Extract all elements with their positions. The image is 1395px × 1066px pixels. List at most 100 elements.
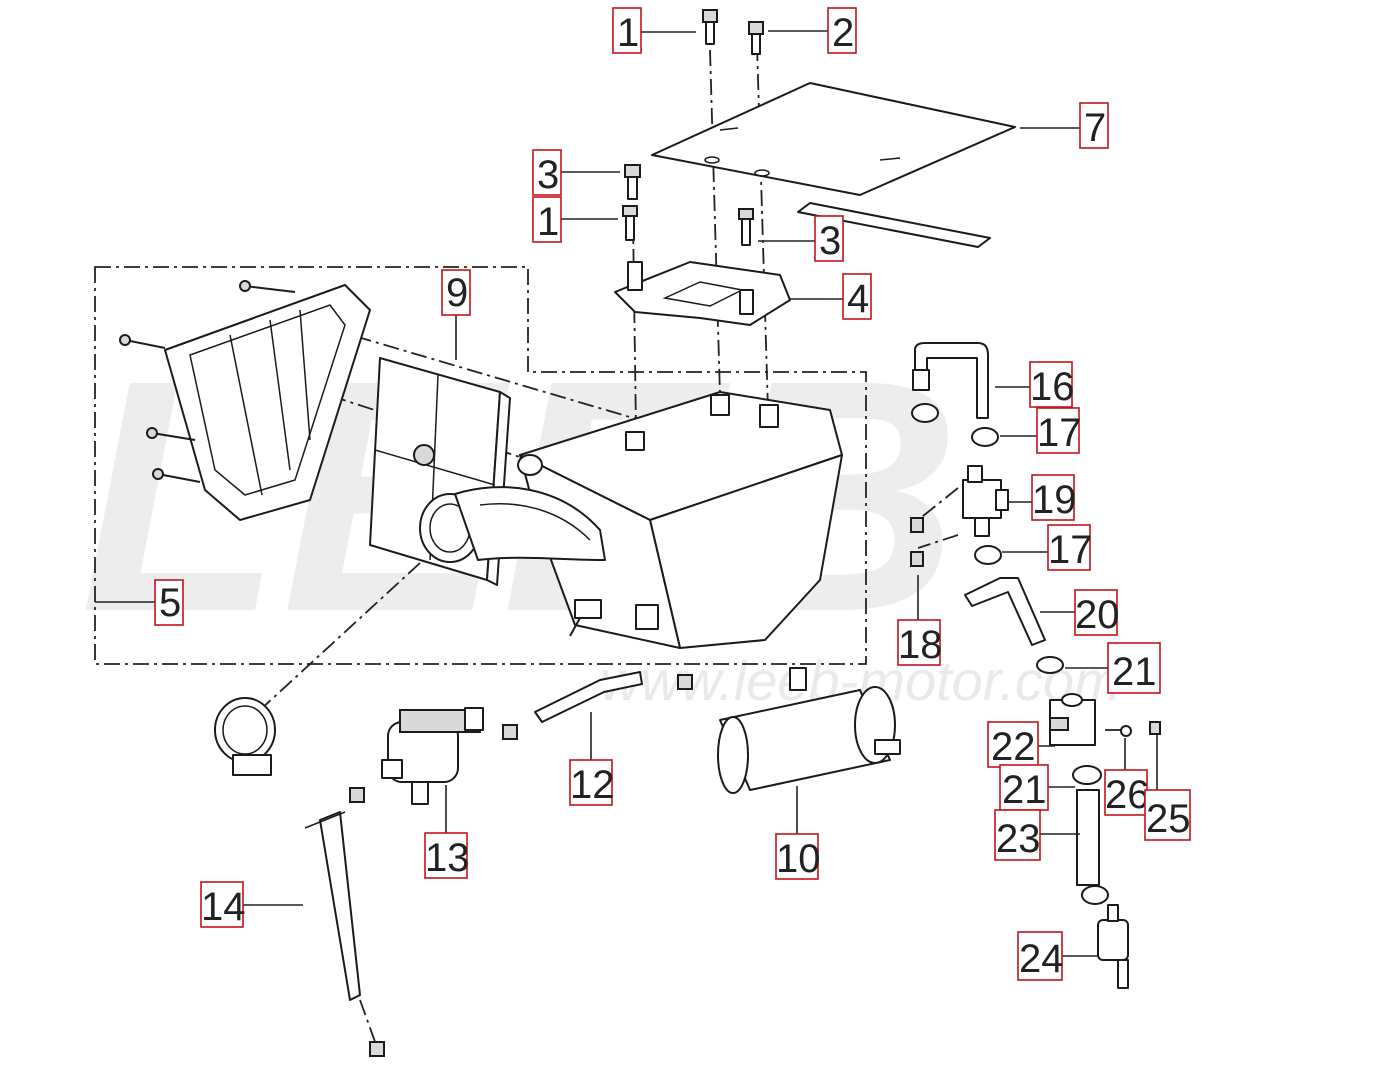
mat-slot bbox=[879, 157, 901, 161]
part-24-fuel-filter bbox=[1097, 904, 1129, 989]
svg-text:12: 12 bbox=[570, 763, 615, 807]
svg-text:20: 20 bbox=[1075, 593, 1120, 637]
clamp-axis bbox=[259, 562, 421, 711]
bolt-3-left bbox=[624, 164, 641, 200]
callout-23: 23 bbox=[994, 809, 1041, 861]
callout-3b: 3 bbox=[814, 215, 844, 263]
mat-sheet bbox=[651, 82, 1016, 196]
svg-text:3: 3 bbox=[819, 219, 841, 263]
airbox-grommet bbox=[759, 404, 779, 428]
svg-text:17: 17 bbox=[1037, 411, 1082, 455]
svg-text:10: 10 bbox=[776, 837, 821, 881]
part-4-bracket bbox=[614, 261, 791, 326]
cover-screws bbox=[119, 280, 296, 483]
airbox-drain bbox=[635, 604, 659, 630]
svg-text:1: 1 bbox=[537, 200, 559, 244]
callout-17a: 17 bbox=[1036, 407, 1082, 455]
callout-2: 2 bbox=[827, 7, 857, 55]
part-13-valve bbox=[381, 707, 484, 805]
bolt-2-top bbox=[748, 21, 764, 55]
callout-22: 22 bbox=[987, 721, 1039, 769]
part-23-hose bbox=[1076, 789, 1109, 905]
part-12-hose bbox=[534, 671, 643, 723]
bolt-1-left bbox=[622, 205, 638, 241]
callout-12: 12 bbox=[569, 759, 615, 807]
part-25-screw bbox=[1149, 721, 1161, 735]
callout-4: 4 bbox=[842, 273, 872, 321]
valve-screw-axis-2 bbox=[917, 534, 959, 549]
part-7-rubber-mat bbox=[651, 82, 1016, 248]
duct-clamp bbox=[214, 697, 276, 776]
callout-19: 19 bbox=[1031, 474, 1077, 522]
hose-clips bbox=[349, 674, 693, 1057]
svg-text:25: 25 bbox=[1146, 797, 1191, 841]
callout-26: 26 bbox=[1104, 769, 1150, 817]
cover-frame-outer bbox=[164, 284, 371, 521]
mat-slot bbox=[719, 127, 739, 131]
hose-body bbox=[319, 811, 361, 1001]
airbox-assembly-outline bbox=[94, 266, 867, 665]
svg-text:21: 21 bbox=[1112, 650, 1157, 694]
svg-text:4: 4 bbox=[847, 277, 869, 321]
callout-labels: 1 2 7 3 1 3 4 9 5 16 17 19 17 18 20 21 2… bbox=[154, 7, 1191, 981]
svg-text:2: 2 bbox=[832, 11, 854, 55]
svg-text:26: 26 bbox=[1105, 773, 1150, 817]
bracket-spacer bbox=[739, 289, 754, 315]
svg-text:21: 21 bbox=[1002, 768, 1047, 812]
svg-text:23: 23 bbox=[996, 817, 1041, 861]
part-10-canister bbox=[717, 667, 901, 794]
svg-text:24: 24 bbox=[1019, 937, 1064, 981]
bolt-axis-3 bbox=[632, 219, 637, 431]
airbox-nipple bbox=[574, 599, 602, 619]
valve-screw-axis-1 bbox=[917, 487, 959, 521]
callout-14: 14 bbox=[200, 881, 246, 929]
svg-text:19: 19 bbox=[1032, 478, 1077, 522]
callout-18: 18 bbox=[897, 619, 943, 667]
rubber-strip bbox=[797, 202, 991, 248]
part-26-washer bbox=[1120, 725, 1132, 737]
airbox-body bbox=[419, 391, 843, 649]
callout-17b: 17 bbox=[1047, 524, 1093, 572]
callout-13: 13 bbox=[424, 832, 470, 880]
svg-text:9: 9 bbox=[446, 271, 468, 315]
assembly-boundary bbox=[94, 266, 867, 665]
leader-lines bbox=[95, 30, 1158, 957]
bracket-spacer bbox=[627, 261, 643, 291]
svg-text:3: 3 bbox=[537, 153, 559, 197]
part-17-clamps bbox=[911, 403, 1002, 565]
hose-body bbox=[534, 671, 643, 723]
part-19-valve bbox=[962, 465, 1009, 537]
part-21-clamps bbox=[1036, 656, 1102, 785]
svg-text:5: 5 bbox=[159, 581, 181, 625]
callout-21a: 21 bbox=[1107, 642, 1161, 694]
intake-duct bbox=[419, 486, 606, 563]
part-18-screws bbox=[910, 517, 924, 567]
callout-20: 20 bbox=[1074, 589, 1120, 637]
part-14-hose bbox=[304, 811, 361, 1001]
svg-text:18: 18 bbox=[898, 623, 943, 667]
callout-3a: 3 bbox=[532, 149, 562, 197]
cover-frame-inner bbox=[189, 304, 346, 496]
airbox-grommet bbox=[710, 394, 730, 416]
callout-25: 25 bbox=[1144, 789, 1191, 841]
callout-9: 9 bbox=[441, 269, 471, 316]
bolt-3-right bbox=[738, 208, 754, 246]
bolt-1-top bbox=[702, 9, 718, 45]
callout-21b: 21 bbox=[999, 764, 1049, 812]
part-20-hose bbox=[964, 577, 1046, 646]
callout-1a: 1 bbox=[612, 7, 642, 55]
callout-16: 16 bbox=[1029, 361, 1075, 409]
svg-text:1: 1 bbox=[617, 11, 639, 55]
part-5-filter-cover bbox=[119, 280, 371, 521]
svg-text:13: 13 bbox=[425, 836, 470, 880]
bolts bbox=[622, 9, 764, 246]
svg-text:17: 17 bbox=[1048, 528, 1093, 572]
mat-hole bbox=[704, 156, 720, 164]
callout-7: 7 bbox=[1079, 102, 1109, 150]
mat-hole bbox=[754, 169, 770, 177]
svg-text:16: 16 bbox=[1030, 365, 1075, 409]
part-16-pipe bbox=[912, 342, 989, 419]
callout-24: 24 bbox=[1017, 931, 1064, 981]
